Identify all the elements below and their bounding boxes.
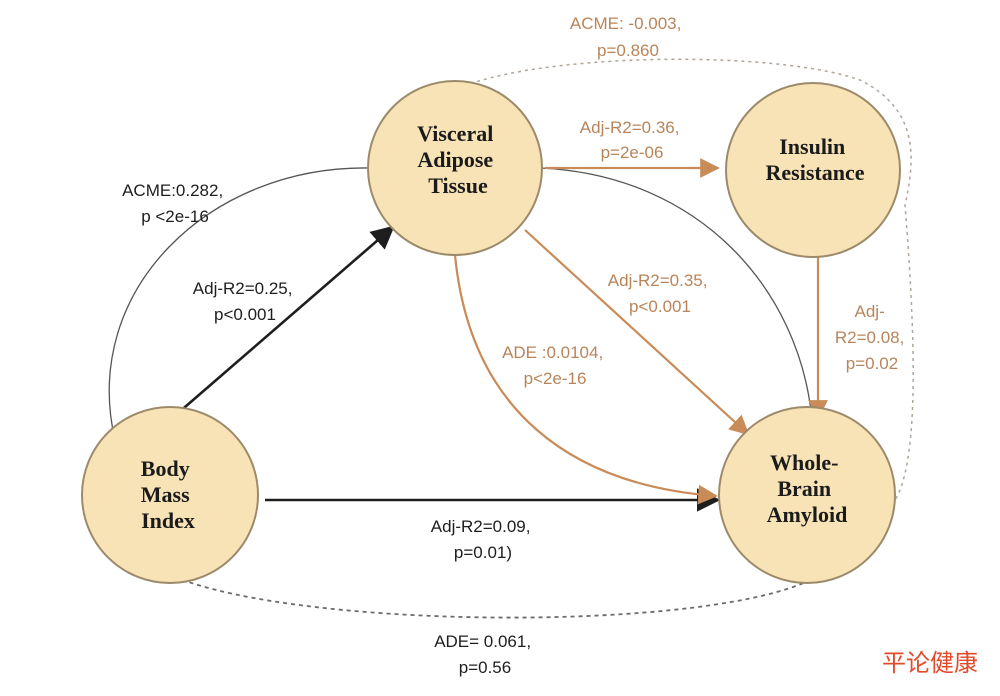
- node-bmi-line: Index: [141, 508, 195, 533]
- node-bmi-line: Body: [141, 456, 190, 481]
- svg-text:Whole- Brain Amylo: Whole- Brain Amyloid: [767, 450, 848, 527]
- node-bmi-line: Mass: [141, 482, 190, 507]
- acme-ir-dotted-arc: [434, 58, 914, 501]
- node-ir-line: Resistance: [766, 160, 865, 185]
- label-vat-ir: Adj-R2=0.36, p=2e-06: [580, 118, 684, 162]
- svg-text:Insulin Resistance: Insulin Resistance: [766, 134, 865, 185]
- label-ir-wba: Adj- R2=0.08, p=0.02: [835, 302, 909, 373]
- label-bmi-vat: Adj-R2=0.25, p<0.001: [193, 279, 297, 324]
- bmi-to-vat-arrow: [169, 225, 395, 421]
- node-vat-line: Visceral: [417, 121, 493, 146]
- vat-to-wba-arrow: [524, 229, 750, 436]
- label-vat-wba: Adj-R2=0.35, p<0.001: [608, 271, 712, 316]
- node-visceral-adipose-tissue: Visceral Adipose Tissue: [367, 80, 543, 256]
- acme-bmi-vat-arc: [108, 167, 371, 441]
- node-vat-line: Tissue: [428, 173, 488, 198]
- watermark-text: 平论健康: [882, 649, 978, 677]
- node-vat-line: Adipose: [417, 147, 493, 172]
- ade-vat-wba-curve-arrow: [453, 254, 718, 505]
- label-acme-left: ACME:0.282, p <2e-16: [122, 181, 228, 226]
- vat-wba-gray-arc: [539, 167, 813, 421]
- label-acme-top: ACME: -0.003, p=0.860: [570, 14, 686, 60]
- svg-text:Visceral Adipose T: Visceral Adipose Tissue: [417, 121, 499, 198]
- label-ade-mid: ADE :0.0104, p<2e-16: [502, 343, 608, 388]
- node-ir-line: Insulin: [779, 134, 845, 159]
- svg-text:Body Mass Index: Body Mass Index: [141, 456, 195, 533]
- node-wba-line: Amyloid: [767, 502, 848, 527]
- node-insulin-resistance: Insulin Resistance: [725, 82, 901, 258]
- node-wba-line: Brain: [777, 476, 831, 501]
- node-wba-line: Whole-: [770, 450, 838, 475]
- ade-bmi-wba-dotted-arc: [159, 569, 821, 619]
- label-bmi-wba: Adj-R2=0.09, p=0.01): [431, 517, 535, 562]
- node-whole-brain-amyloid: Whole- Brain Amyloid: [718, 406, 896, 584]
- label-ade-bottom: ADE= 0.061, p=0.56: [434, 632, 536, 677]
- node-body-mass-index: Body Mass Index: [81, 406, 259, 584]
